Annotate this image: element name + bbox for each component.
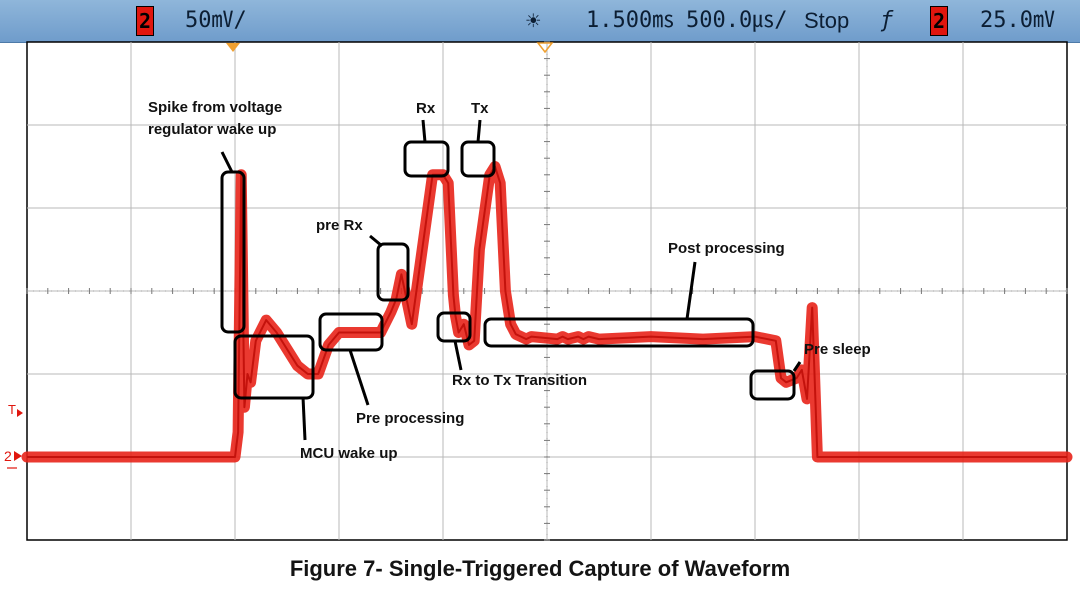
annotation-label: Pre sleep — [804, 341, 871, 358]
trigger-arrow-icon — [17, 409, 23, 417]
trigger-level-readout[interactable]: 25.0㎷ — [980, 8, 1055, 33]
scope-status-bar: 2 50㎷/ ☀ 1.500㎳ 500.0㎲/ Stop ƒ 2 25.0㎷ — [0, 0, 1080, 43]
annotation-leader — [685, 261, 697, 320]
trigger-position-marker-icon[interactable] — [226, 43, 240, 52]
annotation-leader — [348, 349, 370, 406]
annotation-leader — [369, 234, 383, 248]
trigger-level-marker-label: T — [8, 402, 16, 417]
annotation-leader — [792, 361, 802, 372]
annotation-label: Rx to Tx Transition — [452, 372, 587, 389]
annotation-box — [749, 369, 796, 401]
annotation-leader — [453, 340, 463, 371]
run-state-label[interactable]: Stop — [804, 8, 850, 33]
signal-trace — [21, 161, 1073, 463]
acquisition-icon: ☀ — [526, 7, 541, 35]
trigger-edge-icon: ƒ — [880, 8, 894, 33]
annotation-leader — [220, 151, 234, 173]
ground-arrow-icon — [14, 451, 22, 461]
annotation-label: pre Rx — [316, 217, 363, 234]
channel-ground-marker[interactable]: 2 — [4, 448, 22, 469]
figure-caption: Figure 7- Single-Triggered Capture of Wa… — [289, 556, 791, 581]
annotation-label: MCU wake up — [300, 445, 398, 462]
annotation-leader — [301, 396, 307, 441]
annotation-label: Pre processing — [356, 410, 464, 427]
annotation-leaders — [220, 119, 802, 441]
delay-readout[interactable]: 1.500㎳ — [586, 8, 675, 33]
annotation-label: Tx — [471, 100, 489, 117]
annotation-box — [220, 170, 246, 334]
annotation-box — [436, 311, 472, 343]
time-per-div-readout[interactable]: 500.0㎲/ — [686, 8, 788, 33]
annotation-box — [376, 242, 410, 302]
annotation-label: Post processing — [668, 240, 785, 257]
trigger-level-marker[interactable]: T — [8, 402, 23, 417]
annotation-label: Rx — [416, 100, 436, 117]
annotation-leader — [421, 119, 427, 143]
annotation-leader — [476, 119, 482, 143]
volts-per-div-readout[interactable]: 50㎷/ — [185, 8, 247, 33]
trace-line — [27, 165, 1067, 458]
channel-ground-marker-label: 2 — [4, 448, 12, 464]
trigger-channel-indicator[interactable]: 2 — [930, 6, 948, 36]
delay-reference-marker-icon[interactable] — [536, 42, 554, 54]
annotation-box — [233, 334, 315, 400]
graticule — [26, 41, 1068, 541]
annotation-box — [403, 140, 450, 178]
annotation-box — [483, 317, 755, 348]
channel-indicator[interactable]: 2 — [136, 6, 154, 36]
